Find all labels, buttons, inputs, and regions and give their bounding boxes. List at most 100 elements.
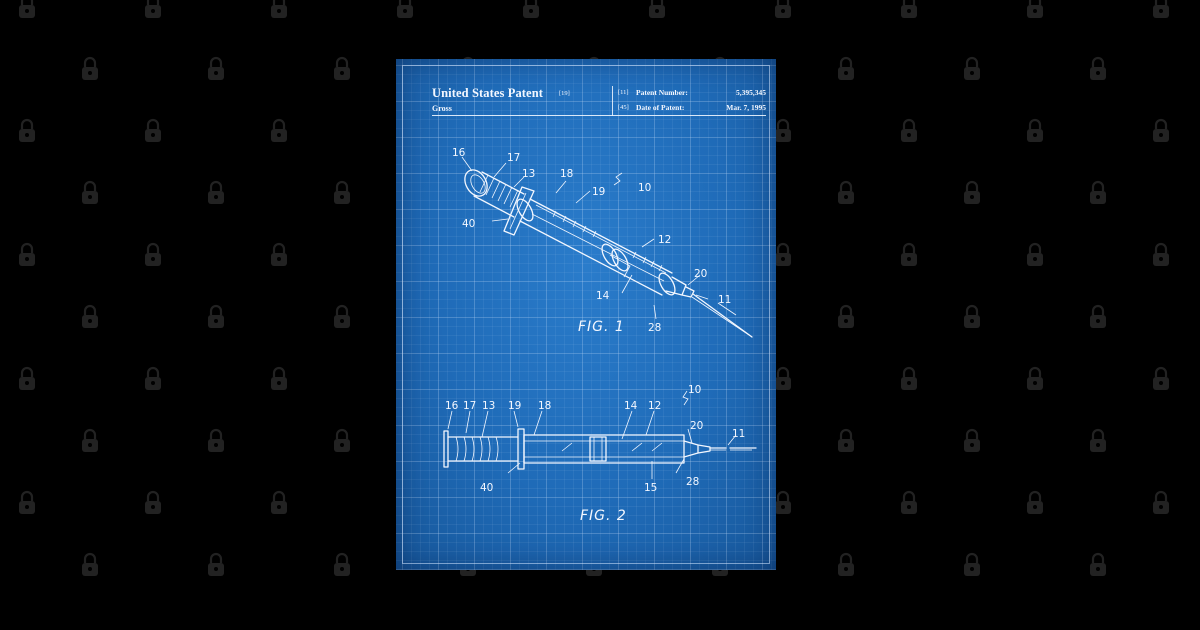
lock-icon xyxy=(523,0,539,18)
header-rule xyxy=(432,115,766,116)
fig2-piston xyxy=(589,436,607,462)
syringe-perspective xyxy=(461,156,753,338)
fig1-ref-11: 11 xyxy=(718,294,731,306)
lock-icon xyxy=(334,428,350,452)
fig1-ref-12: 12 xyxy=(658,234,671,246)
fig2-ref-12: 12 xyxy=(648,400,661,412)
lock-icon xyxy=(334,304,350,328)
barrel-inner-wall xyxy=(531,204,667,282)
lock-icon xyxy=(1090,56,1106,80)
syringe-barrel xyxy=(519,198,673,296)
fig2-ref-15: 15 xyxy=(644,482,657,494)
lock-icon xyxy=(1027,118,1043,142)
syringe-side-view xyxy=(443,390,757,479)
fig2-ref-13: 13 xyxy=(482,400,495,412)
lock-icon xyxy=(775,490,791,514)
fig2-ref-20: 20 xyxy=(690,420,703,432)
fig2-fluid-marks xyxy=(561,442,663,452)
lock-icon xyxy=(334,56,350,80)
patent-office-code: [19] xyxy=(559,90,570,97)
lock-icon xyxy=(1027,490,1043,514)
lock-icon xyxy=(649,0,665,18)
lock-icon xyxy=(145,0,161,18)
fig1-ref-10: 10 xyxy=(638,182,651,194)
lock-icon xyxy=(208,552,224,576)
poster-border xyxy=(402,65,770,564)
needle xyxy=(692,293,753,338)
lock-icon xyxy=(208,180,224,204)
lock-icon xyxy=(208,304,224,328)
fig1-ref-18: 18 xyxy=(560,168,573,180)
lock-icon xyxy=(82,180,98,204)
lock-icon xyxy=(1090,304,1106,328)
fig2-plunger-rod xyxy=(447,436,519,462)
plunger-rod xyxy=(473,171,525,218)
fig1-ref-16: 16 xyxy=(452,147,466,159)
patent-number-code: [11] xyxy=(618,89,629,96)
fig2-thumb-rest xyxy=(443,430,449,468)
lock-icon xyxy=(82,56,98,80)
figure-1-leader-lines xyxy=(461,156,737,320)
lock-icon xyxy=(1153,490,1169,514)
lock-icon xyxy=(1153,0,1169,18)
lock-icon xyxy=(19,0,35,18)
fig2-ref-28: 28 xyxy=(686,476,699,488)
fig2-ref-19: 19 xyxy=(508,400,521,412)
lock-icon xyxy=(838,428,854,452)
lock-icon xyxy=(901,490,917,514)
lock-icon xyxy=(82,304,98,328)
lock-icon xyxy=(1153,242,1169,266)
lock-icon xyxy=(1090,428,1106,452)
lock-icon xyxy=(1090,180,1106,204)
fig2-barrel-tip xyxy=(683,440,699,458)
fig2-plunger-threads xyxy=(455,436,499,462)
lock-icon xyxy=(334,180,350,204)
lock-icon xyxy=(271,118,287,142)
fig1-ref-17: 17 xyxy=(507,152,520,164)
needle-hub xyxy=(665,276,687,296)
finger-grip-flange xyxy=(503,186,535,236)
patent-header: United States Patent [19] Gross [11] Pat… xyxy=(432,86,766,118)
lock-icon xyxy=(19,366,35,390)
fig1-ref-13: 13 xyxy=(522,168,535,180)
plunger-threads xyxy=(479,174,519,208)
lock-icon xyxy=(145,490,161,514)
lock-icon xyxy=(838,56,854,80)
lock-icon xyxy=(19,490,35,514)
date-of-patent-label: Date of Patent: xyxy=(636,103,685,112)
lock-icon xyxy=(1153,366,1169,390)
lock-icon xyxy=(964,56,980,80)
lock-icon xyxy=(901,242,917,266)
lock-icon xyxy=(271,0,287,18)
lock-icon xyxy=(271,366,287,390)
lock-icon xyxy=(1027,242,1043,266)
lock-icon xyxy=(19,242,35,266)
lock-icon xyxy=(208,56,224,80)
figure-2-leader-lines xyxy=(447,390,737,479)
fig2-ref-17: 17 xyxy=(463,400,476,412)
lock-icon xyxy=(775,0,791,18)
fig1-ref-19: 19 xyxy=(592,186,605,198)
lock-icon xyxy=(964,428,980,452)
lock-icon xyxy=(145,242,161,266)
lock-icon xyxy=(901,366,917,390)
lock-icon xyxy=(838,180,854,204)
fig2-needle-hub xyxy=(697,444,711,454)
fig1-ref-20: 20 xyxy=(694,268,707,280)
fig1-ref-28: 28 xyxy=(648,322,661,334)
lock-icon xyxy=(19,118,35,142)
fig2-ref-16: 16 xyxy=(445,400,459,412)
header-divider xyxy=(612,86,613,116)
patent-blueprint-poster: United States Patent [19] Gross [11] Pat… xyxy=(396,59,776,570)
lock-icon xyxy=(145,118,161,142)
lock-icon xyxy=(964,304,980,328)
fig2-ref-11: 11 xyxy=(732,428,745,440)
lock-icon xyxy=(964,180,980,204)
lock-icon xyxy=(775,242,791,266)
lock-icon xyxy=(901,118,917,142)
patent-number-label: Patent Number: xyxy=(636,88,688,97)
figure-1-drawing: 16 17 13 18 19 10 40 12 20 14 11 28 xyxy=(443,147,757,494)
patent-office-title: United States Patent xyxy=(432,86,544,100)
fig2-ref-14: 14 xyxy=(624,400,638,412)
lock-icon xyxy=(964,552,980,576)
